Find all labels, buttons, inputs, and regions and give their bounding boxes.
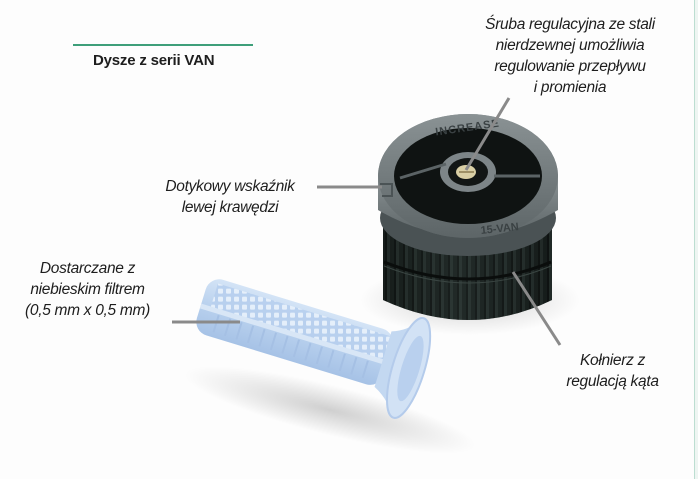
- callout-filter: Dostarczane z niebieskim filtrem (0,5 mm…: [10, 258, 165, 321]
- nozzle-cap: INCREASE 15-VAN: [378, 114, 558, 256]
- title-rule: [73, 44, 253, 46]
- callout-line: (0,5 mm x 0,5 mm): [25, 302, 150, 319]
- callout-line: i promienia: [533, 79, 607, 96]
- callout-line: regulacją kąta: [566, 373, 659, 390]
- blue-filter: [196, 279, 432, 419]
- callout-adjustment-screw: Śruba regulacyjna ze stali nierdzewnej u…: [470, 14, 670, 98]
- callout-line: lewej krawędzi: [181, 199, 279, 216]
- diagram-title: Dysze z serii VAN: [93, 52, 215, 69]
- filter-shadow: [184, 366, 476, 454]
- callout-line: Śruba regulacyjna ze stali: [485, 16, 655, 33]
- leader-screw: [464, 97, 511, 171]
- callout-line: Dostarczane z: [39, 260, 136, 277]
- page-edge-border: [694, 0, 698, 479]
- leader-lines: [172, 97, 562, 346]
- leader-collar: [511, 271, 562, 346]
- callout-line: regulowanie przepływu: [494, 58, 646, 75]
- callout-line: Kołnierz z: [579, 352, 646, 369]
- van-marking: 15-VAN: [480, 221, 519, 237]
- callout-arc-collar: Kołnierz z regulacją kąta: [555, 350, 670, 392]
- callout-edge-indicator: Dotykowy wskaźnik lewej krawędzi: [140, 176, 320, 218]
- left-edge-notch: [380, 183, 393, 197]
- callout-line: niebieskim filtrem: [30, 281, 145, 298]
- callout-line: Dotykowy wskaźnik: [165, 178, 295, 195]
- callout-line: nierdzewnej umożliwia: [495, 37, 645, 54]
